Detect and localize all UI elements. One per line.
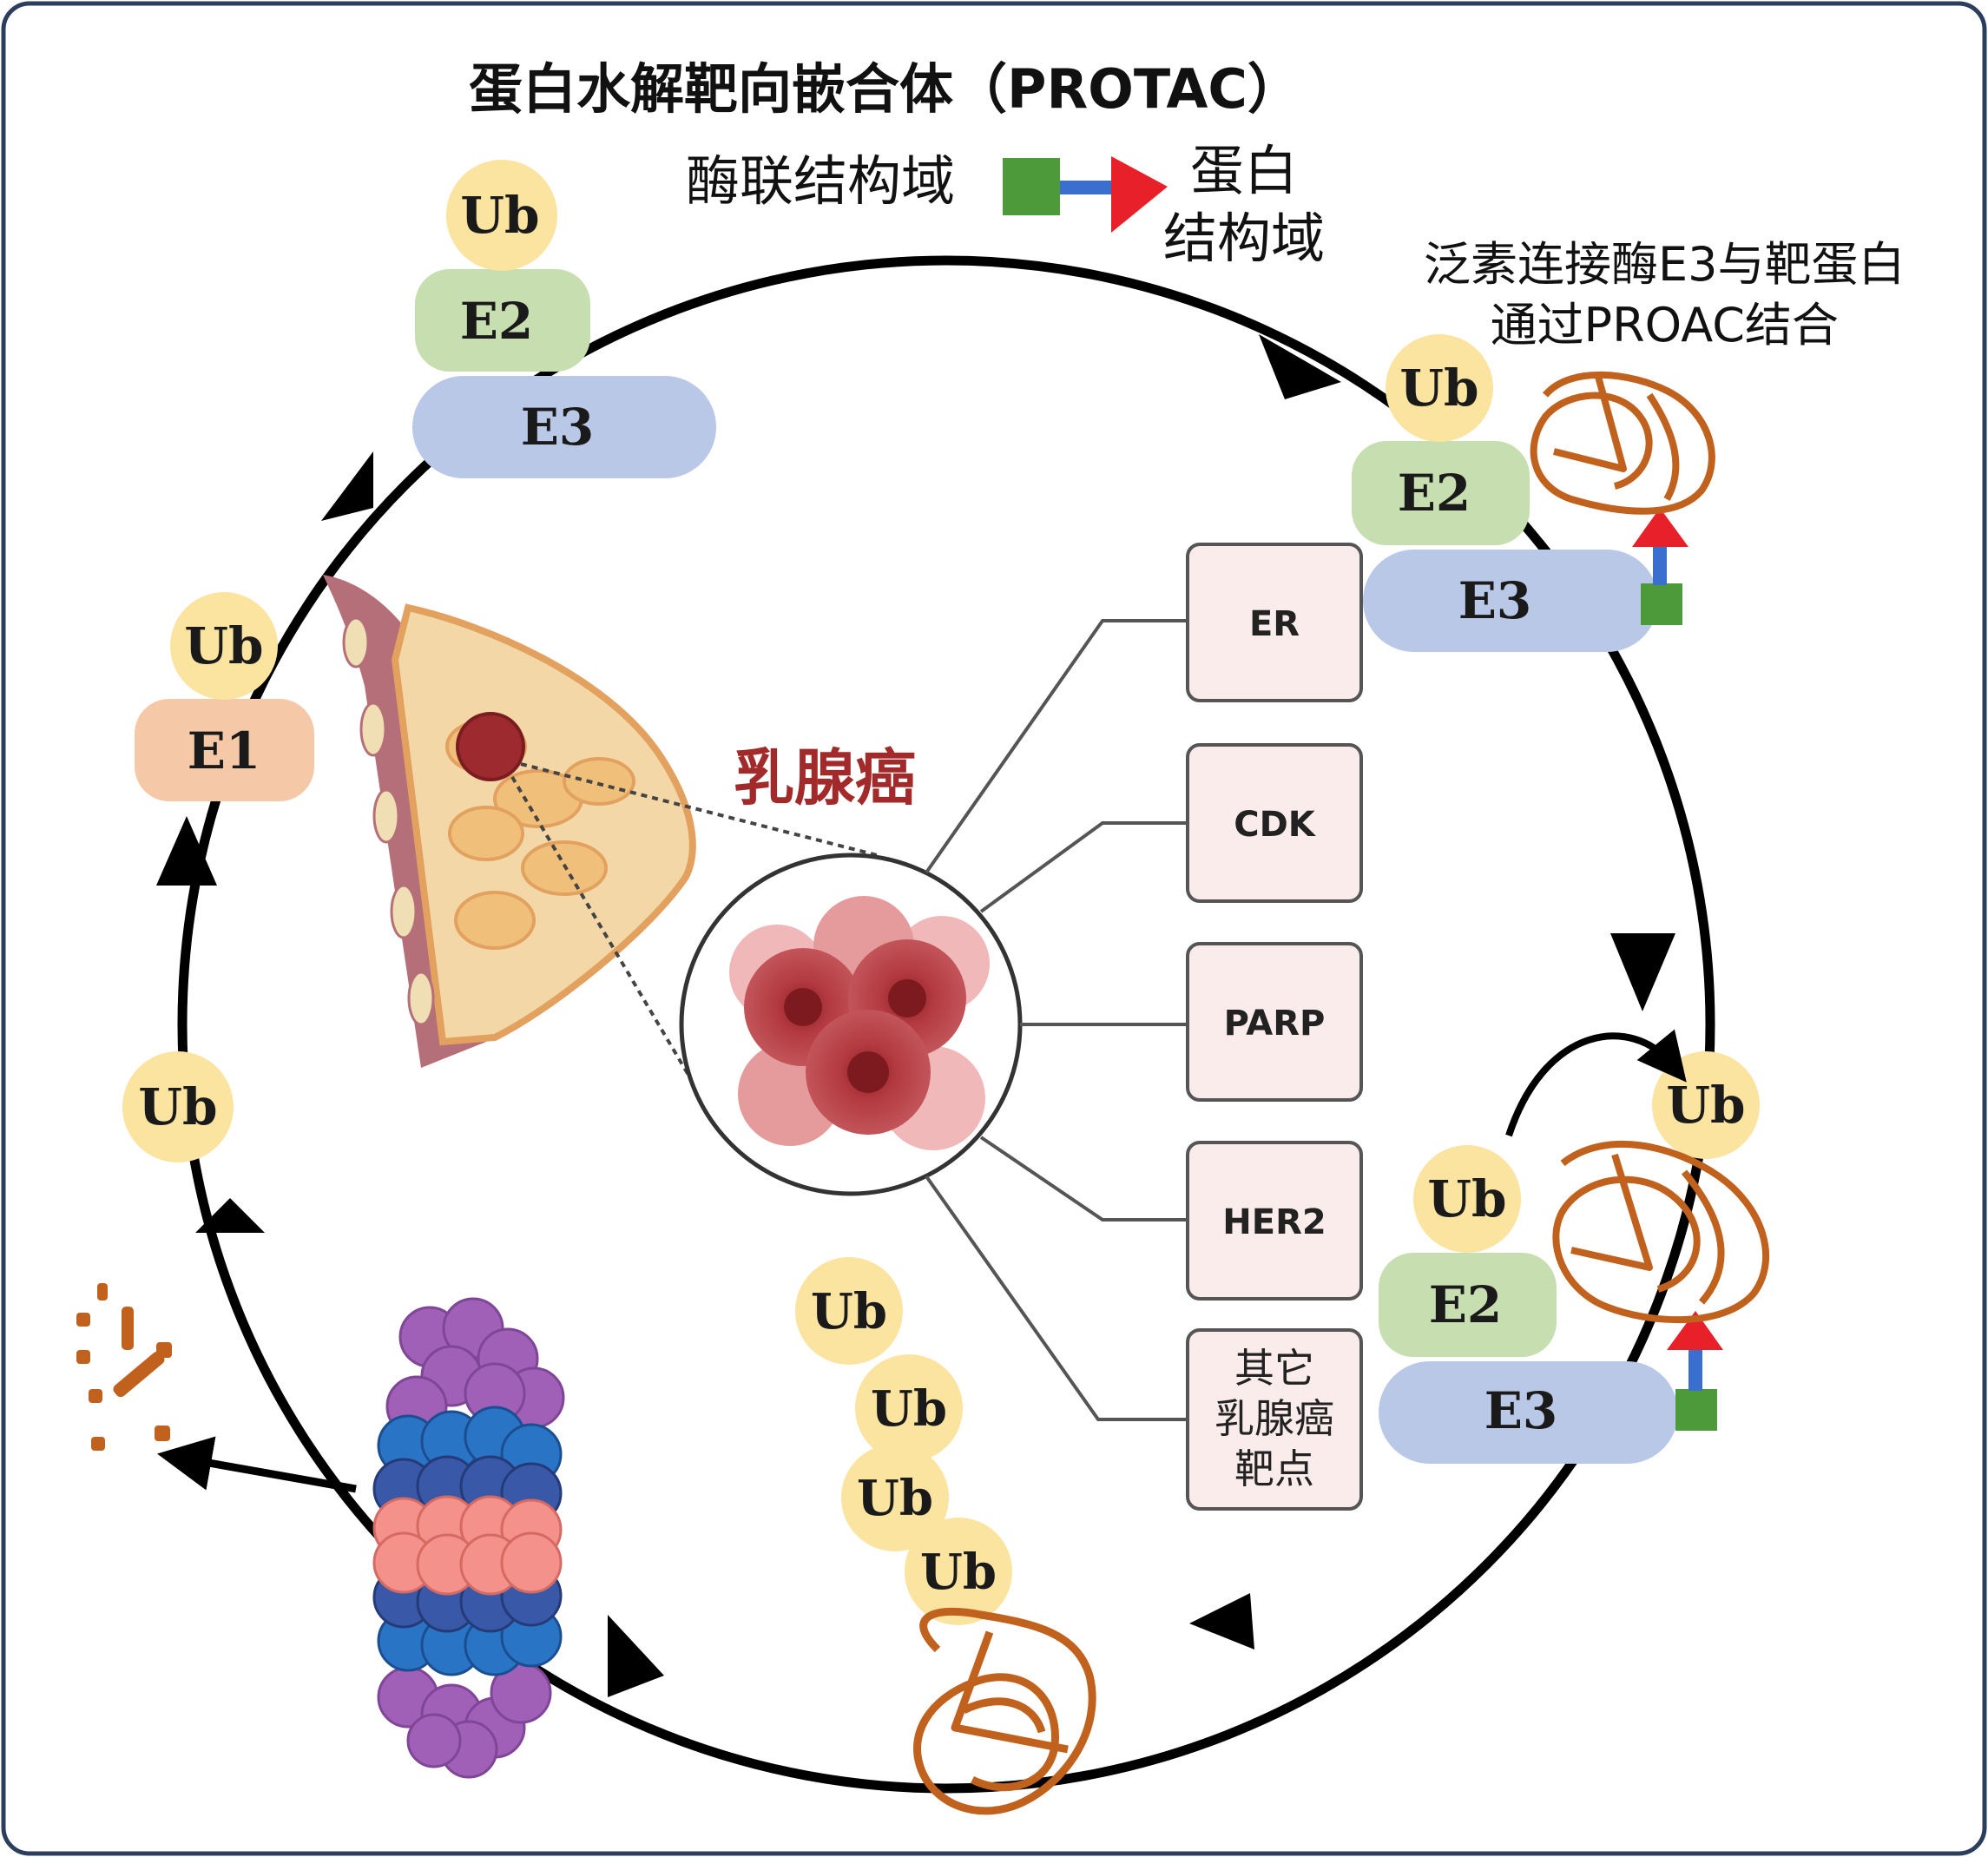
cancer-cells (679, 853, 1023, 1196)
ub-label: Ub (460, 186, 539, 245)
ub-circle (855, 1354, 963, 1462)
ub-label: Ub (1399, 359, 1478, 418)
ub-label: Ub (138, 1077, 217, 1136)
diagram-title: 蛋白水解靶向嵌合体（PROTAC） (469, 57, 1301, 121)
zoom-line-1 (520, 762, 878, 857)
ub-label: Ub (871, 1380, 947, 1438)
ub-label: Ub (920, 1544, 997, 1601)
ub-transfer-arrow (1505, 1029, 1687, 1137)
e2-block (1379, 1253, 1557, 1357)
target-box-other (1186, 1328, 1363, 1511)
peptide-fragments (76, 1283, 172, 1451)
proteasome (372, 1297, 565, 1779)
legend-linker (1060, 181, 1114, 194)
e3-label: E3 (521, 398, 595, 457)
protac-warhead (1667, 1311, 1723, 1350)
e3-label: E3 (1458, 571, 1532, 630)
e2-label: E2 (460, 292, 534, 351)
e3-binding-line-1: 泛素连接酶E3与靶蛋白 (1424, 237, 1906, 292)
ub-label: Ub (857, 1470, 933, 1527)
target-box-er (1186, 543, 1363, 702)
target-protein-scribble (913, 1607, 1096, 1815)
protac-legend (1003, 156, 1168, 233)
e1-complex: E1 Ub (135, 592, 314, 801)
tumor (456, 712, 525, 781)
fragment-arrow (156, 1436, 357, 1493)
e2-block (415, 269, 590, 372)
e2-label: E2 (1398, 464, 1471, 523)
zoom-line-2 (510, 775, 696, 1087)
protac-anchor (1675, 1389, 1717, 1431)
protac-warhead (1632, 508, 1688, 547)
target-box-cdk (1186, 743, 1363, 903)
ub-label: Ub (184, 616, 263, 675)
e1-label: E1 (188, 721, 261, 780)
breast-cancer-label: 乳腺癌 (734, 742, 916, 813)
protein-domain-line-2: 结构域 (1163, 207, 1326, 270)
e3-block (1379, 1361, 1678, 1464)
target-boxes: ER CDK PARP HER2 其它 乳腺癌 靶点 (1186, 543, 1363, 1511)
target-connectors (925, 619, 1188, 1421)
target-label-er: ER (1249, 604, 1300, 644)
ub-circle (841, 1444, 949, 1551)
protac-anchor (1641, 583, 1682, 625)
ub-circle (905, 1518, 1012, 1625)
free-ub: Ub (122, 1051, 234, 1162)
target-box-parp (1186, 942, 1363, 1102)
ub-circle (446, 160, 557, 271)
cycle-arrows (156, 334, 1675, 1697)
ub-label: Ub (1427, 1169, 1506, 1228)
rib-ovals (342, 616, 435, 1026)
target-label-cdk: CDK (1234, 805, 1317, 845)
ub-circle (1386, 334, 1493, 442)
ub-circle (170, 592, 278, 700)
complex-top-left: E3 E2 Ub (412, 160, 716, 478)
e3-label: E3 (1484, 1381, 1558, 1440)
e1-block (135, 699, 314, 801)
ub-label: Ub (1666, 1076, 1745, 1135)
target-box-her2 (1186, 1141, 1363, 1301)
target-label-other-1: 其它 (1234, 1345, 1314, 1392)
e2-block (1352, 441, 1530, 545)
e3-block (1363, 550, 1658, 652)
target-label-her2: HER2 (1222, 1202, 1326, 1242)
e3-binding-label: 泛素连接酶E3与靶蛋白 通过PROAC结合 (1424, 234, 1905, 356)
ub-circle (122, 1051, 234, 1162)
target-label-other-3: 靶点 (1234, 1445, 1314, 1492)
legend-anchor (1003, 158, 1060, 215)
target-protein-scribble (1530, 371, 1715, 515)
protac-linker (1653, 540, 1667, 585)
polyub-protein: Ub Ub Ub Ub (795, 1257, 1096, 1815)
e2-label: E2 (1429, 1275, 1503, 1334)
cycle-ring (177, 255, 1715, 1794)
protein-domain-line-1: 蛋白 (1190, 139, 1299, 202)
legend-warhead (1111, 156, 1168, 233)
target-protein-scribble (1552, 1140, 1769, 1324)
linker-label: 酶联结构域 (686, 149, 956, 213)
ub-label: Ub (811, 1283, 887, 1340)
protac-linker (1688, 1346, 1702, 1391)
protein-domain-label: 蛋白 结构域 (1163, 137, 1325, 273)
target-label-parp: PARP (1224, 1004, 1326, 1044)
e3-block (412, 376, 716, 478)
ub-circle (1413, 1145, 1521, 1253)
target-label-other-2: 乳腺癌 (1215, 1395, 1334, 1442)
complex-binding: E3 E2 Ub (1352, 334, 1715, 652)
ub-circle (795, 1257, 903, 1365)
complex-transfer: E3 E2 Ub Ub (1379, 1029, 1769, 1464)
e3-binding-line-2: 通过PROAC结合 (1490, 298, 1839, 352)
breast-anatomy (323, 575, 878, 1087)
